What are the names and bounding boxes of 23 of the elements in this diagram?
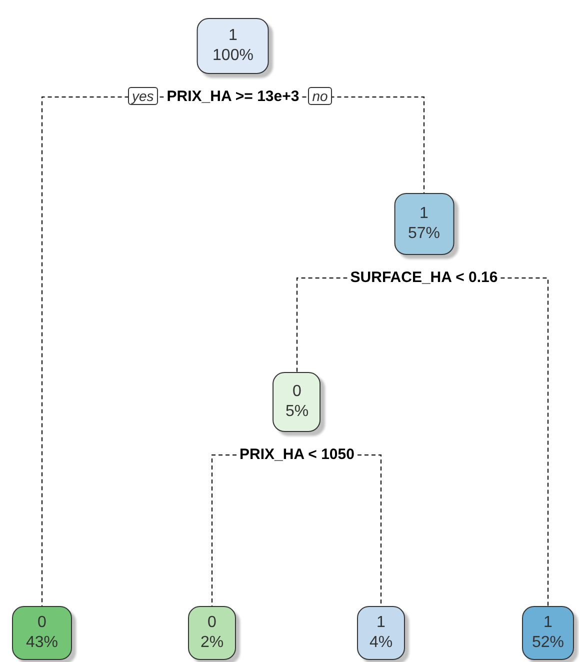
class-label: 0 [38,613,46,633]
percent-label: 5% [285,402,309,422]
percent-label: 100% [212,46,254,66]
percent-label: 52% [532,633,564,653]
percent-label: 43% [26,633,58,653]
class-label: 0 [208,613,216,633]
connector-line [296,278,348,372]
class-label: 1 [420,204,428,224]
edge-label: no [308,87,332,105]
connector-line [42,96,164,606]
connector-line [356,454,382,606]
split-condition: PRIX_HA < 1050 [236,446,358,464]
percent-label: 2% [200,633,224,653]
class-label: 1 [544,613,552,633]
class-label: 0 [292,382,302,402]
percent-label: 4% [369,633,393,653]
edge-label: yes [128,87,158,105]
connector-line [302,96,424,194]
percent-label: 57% [408,224,440,244]
connector-line [212,454,238,606]
class-label: 1 [228,26,238,46]
connector-line [500,278,548,606]
class-label: 1 [376,613,386,633]
